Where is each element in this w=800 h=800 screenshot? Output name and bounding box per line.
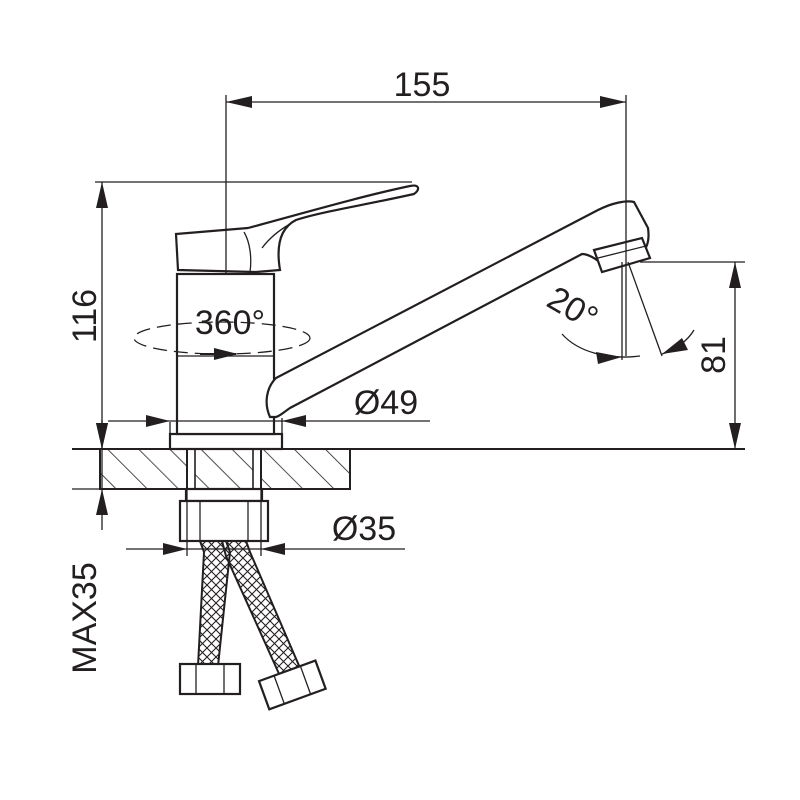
angle-label: 20° <box>541 279 605 338</box>
dimension-angle: 20° <box>541 261 695 364</box>
outlet-height-label: 81 <box>695 336 733 374</box>
dimension-body-diameter: Ø49 <box>108 384 430 434</box>
hose-right <box>220 540 302 678</box>
dimension-rotation: 360° <box>133 304 311 360</box>
max-thickness-label: MAX35 <box>66 562 104 674</box>
reach-label: 155 <box>394 66 451 104</box>
mount-diameter-label: Ø35 <box>332 510 396 548</box>
dimension-outlet-height: 81 <box>640 261 745 449</box>
height-label: 116 <box>66 289 104 343</box>
lever-handle <box>174 184 420 274</box>
body-diameter-label: Ø49 <box>354 384 418 422</box>
hose-left <box>196 540 232 667</box>
hose-nut-left <box>178 662 242 696</box>
mount-shank <box>178 499 270 543</box>
dimension-reach: 155 <box>225 66 627 356</box>
dimension-mount-diameter: Ø35 <box>126 489 405 556</box>
mount-nut <box>184 487 264 503</box>
dimension-height: 116 <box>66 181 412 449</box>
counter-top <box>72 448 745 490</box>
dimension-max-thickness: MAX35 <box>66 420 108 674</box>
hose-nut-right <box>257 659 328 711</box>
base-flange <box>168 432 284 451</box>
faucet <box>168 184 652 543</box>
rotation-label: 360° <box>195 304 265 342</box>
supply-hoses <box>178 540 328 711</box>
